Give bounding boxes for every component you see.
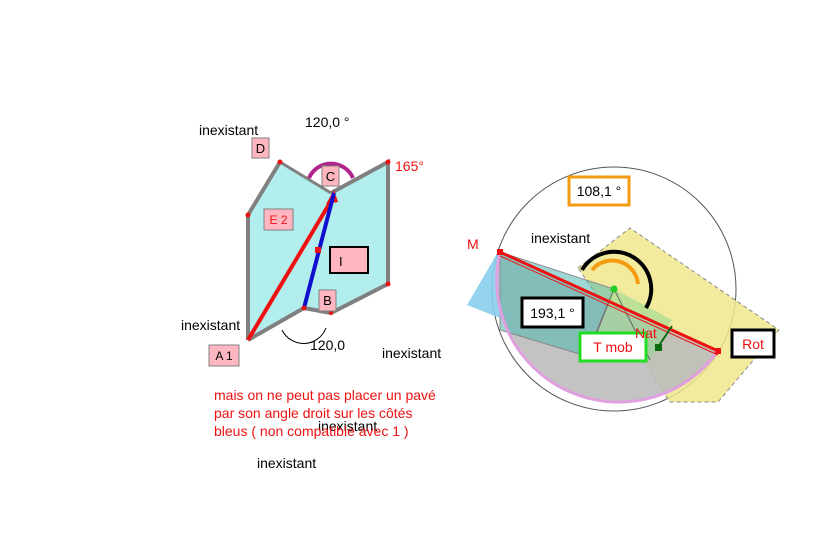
- svg-text:E 2: E 2: [269, 213, 287, 227]
- svg-text:A 1: A 1: [215, 349, 233, 363]
- red-rotation-line-thin: [499, 255, 719, 356]
- inexistant-label-3: inexistant: [382, 345, 441, 361]
- label-nat: Nat: [635, 325, 657, 341]
- point-top-right[interactable]: [385, 159, 391, 165]
- svg-text:193,1 °: 193,1 °: [530, 305, 575, 321]
- angle-right-value: 165°: [395, 158, 424, 174]
- label-B[interactable]: B: [318, 289, 337, 312]
- point-right-bottom[interactable]: [385, 281, 391, 287]
- bottom-angle-arc: [281, 327, 327, 344]
- point-nat[interactable]: [655, 344, 662, 351]
- angle-bottom-value: 120,0: [310, 337, 345, 353]
- angle-box-top[interactable]: 108,1 °: [567, 175, 631, 207]
- note-line-2: par son angle droit sur les côtés: [214, 405, 413, 421]
- inexistant-label-4: inexistant: [318, 418, 377, 434]
- orange-angle-arc: [590, 258, 640, 285]
- point-left[interactable]: [245, 212, 251, 218]
- rot-box[interactable]: Rot: [730, 328, 776, 359]
- point-mid[interactable]: [315, 247, 321, 253]
- point-bottom[interactable]: [301, 305, 307, 311]
- red-rotation-line: [499, 250, 719, 353]
- inexistant-label-1: inexistant: [199, 122, 258, 138]
- point-top-left[interactable]: [277, 159, 283, 165]
- label-E2[interactable]: E 2: [263, 208, 294, 231]
- black-angle-arc: [580, 249, 654, 310]
- right-rotation-figure: M inexistant 108,1 ° 193,1 ° T mob Nat R…: [467, 166, 780, 412]
- label-A1[interactable]: A 1: [208, 344, 240, 367]
- inexistant-label-right: inexistant: [531, 230, 590, 246]
- svg-text:Rot: Rot: [742, 336, 764, 352]
- svg-text:B: B: [323, 293, 332, 308]
- center-point[interactable]: [610, 285, 618, 293]
- angle-box-left[interactable]: 193,1 °: [520, 296, 585, 329]
- warning-note: mais on ne peut pas placer un pavé par s…: [214, 386, 474, 440]
- tmob-box[interactable]: T mob: [578, 331, 648, 363]
- nat-pointer: [657, 325, 673, 348]
- note-line-1: mais on ne peut pas placer un pavé: [214, 387, 436, 403]
- point-bottom-2[interactable]: [329, 311, 333, 315]
- point-M[interactable]: [497, 249, 503, 255]
- label-I[interactable]: I: [329, 246, 369, 274]
- svg-text:108,1 °: 108,1 °: [577, 183, 622, 199]
- red-diagonal: [246, 194, 336, 342]
- svg-text:D: D: [256, 141, 265, 156]
- label-C[interactable]: C: [321, 165, 340, 187]
- top-angle-arc: [307, 161, 355, 179]
- svg-text:C: C: [326, 169, 335, 184]
- pink-arc: [495, 251, 720, 404]
- point-rot[interactable]: [715, 348, 721, 354]
- inexistant-label-5: inexistant: [257, 455, 316, 471]
- inexistant-label-2: inexistant: [181, 317, 240, 333]
- label-M: M: [467, 236, 479, 252]
- blue-triangle: [467, 252, 500, 318]
- note-line-3: bleus ( non compatible avec 1 ): [214, 423, 409, 439]
- svg-text:T mob: T mob: [593, 339, 633, 355]
- bottom-edge: [247, 282, 389, 342]
- top-left-edge: [279, 160, 332, 195]
- label-D[interactable]: D: [251, 137, 270, 159]
- angle-top-value: 120,0 °: [305, 114, 350, 130]
- left-prism-figure: D C E 2 I B A 1 120,0 ° 120,0 165° inexi…: [181, 114, 441, 471]
- svg-text:I: I: [339, 254, 343, 269]
